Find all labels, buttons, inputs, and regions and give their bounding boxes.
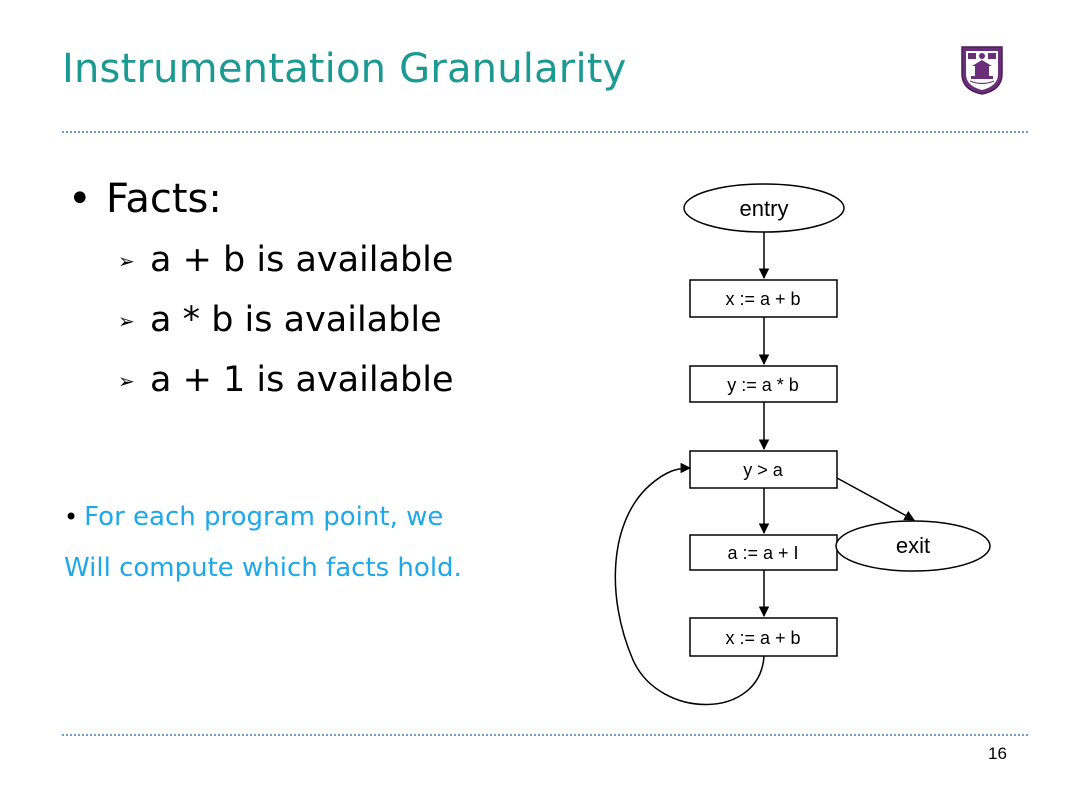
bottom-divider — [62, 734, 1028, 736]
note-line-1: For each program point, we — [84, 502, 444, 532]
fact-item: ➢ a * b is available — [118, 300, 442, 340]
node-label: y := a * b — [727, 375, 799, 395]
bullet-dot: • — [64, 503, 79, 531]
fact-item: ➢ a + 1 is available — [118, 360, 453, 400]
explanation-note: •For each program point, we Will compute… — [64, 492, 604, 594]
arrowhead-bullet-icon: ➢ — [118, 309, 135, 333]
note-line-2: Will compute which facts hold. — [64, 553, 462, 583]
node-label: x := a + b — [725, 289, 800, 309]
arrowhead-bullet-icon: ➢ — [118, 249, 135, 273]
exit-label: exit — [896, 533, 930, 558]
entry-node: entry — [683, 183, 845, 233]
edge-cond-to-exit — [836, 477, 915, 521]
fact-item: ➢ a + b is available — [118, 240, 453, 280]
flow-node-5: x := a + b — [689, 617, 838, 657]
node-label: a := a + I — [727, 543, 798, 563]
facts-heading: • Facts: — [68, 176, 222, 222]
exit-node: exit — [835, 520, 991, 572]
facts-label: Facts: — [106, 176, 222, 222]
flow-node-2: y := a * b — [689, 365, 838, 403]
flow-node-1: x := a + b — [689, 279, 838, 318]
fact-text: a * b is available — [150, 300, 442, 340]
node-label: x := a + b — [725, 628, 800, 648]
university-logo — [961, 46, 1003, 95]
flow-node-4: a := a + I — [689, 534, 838, 571]
fact-text: a + b is available — [150, 240, 454, 280]
page-number: 16 — [988, 744, 1007, 763]
top-divider — [62, 131, 1028, 133]
bullet-dot: • — [68, 176, 92, 222]
fact-text: a + 1 is available — [150, 360, 454, 400]
slide-title: Instrumentation Granularity — [62, 46, 627, 92]
arrowhead-bullet-icon: ➢ — [118, 369, 135, 393]
edge-loop-back — [614, 462, 765, 706]
flow-node-condition: y > a — [689, 450, 838, 489]
node-label: y > a — [743, 460, 784, 480]
entry-label: entry — [740, 196, 789, 221]
